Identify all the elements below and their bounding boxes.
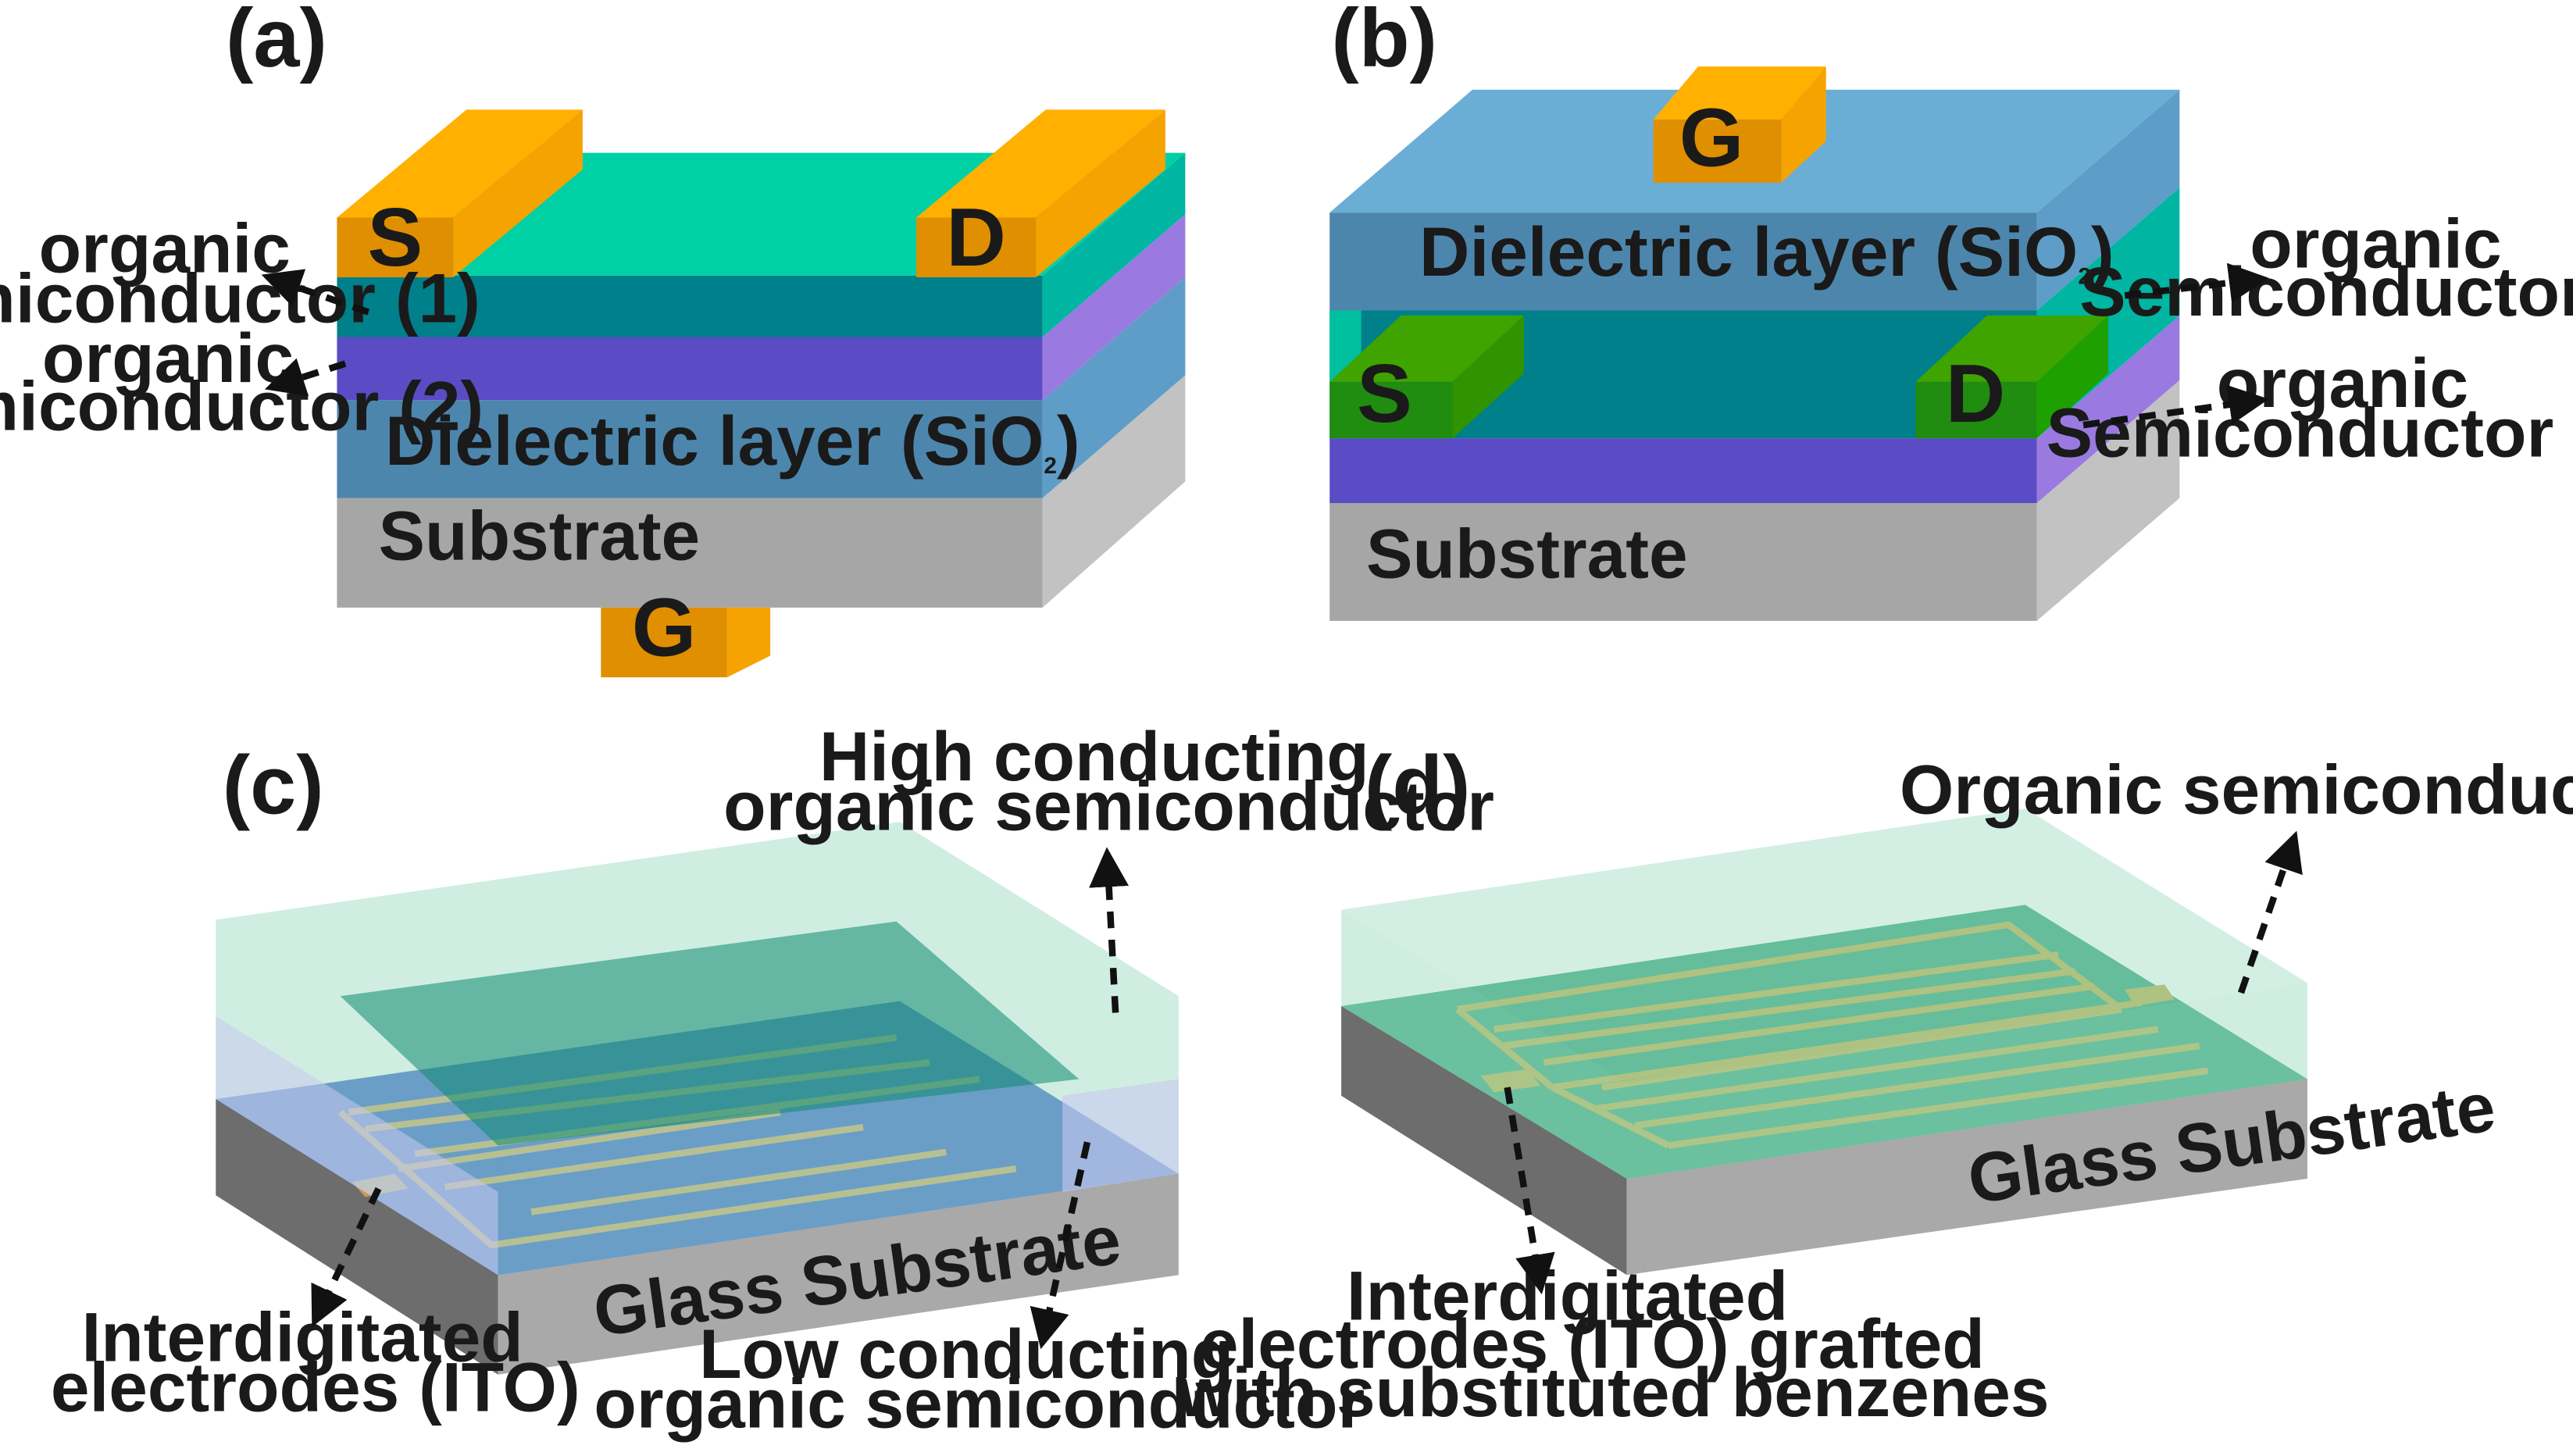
glass-substrate-c-side xyxy=(216,1098,498,1375)
dielectric-a-side xyxy=(1042,277,1186,498)
high-conducting-label-c: High conducting organic semiconductor xyxy=(723,717,1494,845)
organic-film-d-front xyxy=(1341,909,1627,1179)
dielectric-label-b: Dielectric layer (SiO2) xyxy=(1419,212,2114,291)
substrate-label-a: Substrate xyxy=(379,496,701,574)
dielectric-b-front xyxy=(1329,212,2037,311)
organic-film-d-side xyxy=(1626,983,2307,1179)
arrow-low-conducting-c xyxy=(1030,1141,1091,1350)
source-label-a: S xyxy=(367,191,423,284)
source-electrode-a: S xyxy=(337,109,583,284)
organic-film-d-top xyxy=(1341,808,2307,1083)
panel-c-label: (c) xyxy=(223,738,324,831)
substrate-label-b: Substrate xyxy=(1366,515,1688,593)
arrow-electrodes-c xyxy=(311,1187,382,1327)
gate-label-b: G xyxy=(1679,91,1744,184)
semiconductor2-a-side xyxy=(1042,214,1186,401)
high-conducting-layer-c-purple xyxy=(216,1015,498,1276)
dielectric-label-a: Dielectric layer (SiO2) xyxy=(385,401,1080,480)
electrodes-label-c: Interdigitated electrodes (ITO) xyxy=(51,1298,580,1426)
arrow-semiconductor1-b xyxy=(2124,262,2269,303)
semiconductor2-label-a: organic Semiconductor (2) xyxy=(0,319,484,445)
arrow-semiconductor2-b xyxy=(2082,384,2269,429)
glass-substrate-d-front xyxy=(1626,1079,2307,1276)
substrate-a-front xyxy=(337,498,1043,608)
dielectric-a-front xyxy=(337,400,1043,498)
glass-substrate-d-side xyxy=(1341,1005,1627,1276)
high-conducting-inner-c xyxy=(340,921,1080,1146)
panel-b-label: (b) xyxy=(1331,0,1437,84)
low-conducting-label-c: Low conducting organic semiconductor xyxy=(594,1315,1365,1443)
panel-d-label: (d) xyxy=(1365,738,1471,831)
panel-b: (b) S D G xyxy=(1329,0,2573,621)
substrate-a-side xyxy=(1042,375,1186,608)
drain-electrode-a: D xyxy=(916,109,1165,284)
semiconductor2-b-side xyxy=(2036,315,2180,504)
gate-label-a: G xyxy=(632,581,697,674)
drain-label-b: D xyxy=(1946,347,2006,440)
substrate-b-front xyxy=(1329,503,2037,621)
semiconductor2-b-front xyxy=(1329,438,2037,504)
arrow-electrodes-d xyxy=(1504,1087,1555,1295)
panel-c: (c) Glass Substrate High conducting orga… xyxy=(51,717,1494,1443)
semiconductor1-label-a: organic Semiconductor (1) xyxy=(0,209,480,337)
arrow-semiconductor2-a xyxy=(264,358,347,397)
panel-d: (d) Glass Substrate Organic semiconducto… xyxy=(1177,738,2573,1430)
substrate-b-side xyxy=(2036,380,2180,621)
electrodes-label-d: Interdigitated electrodes (ITO) grafted … xyxy=(1177,1257,2050,1431)
semiconductor1-a-front xyxy=(337,275,1043,337)
arrow-semiconductor1-a xyxy=(261,269,370,316)
semiconductor1-a-side xyxy=(1042,152,1186,337)
drain-label-a: D xyxy=(946,191,1006,284)
drain-electrode-b: D xyxy=(1915,315,2108,440)
gate-electrode-b: G xyxy=(1653,66,1826,184)
dielectric-b-side xyxy=(2036,89,2180,311)
high-conducting-layer-c-side-purple xyxy=(1062,1079,1179,1192)
semiconductor2-a-front xyxy=(337,337,1043,401)
glass-substrate-c-front xyxy=(498,1173,1179,1375)
organic-semiconductor-label-d: Organic semiconductor xyxy=(1900,750,2573,828)
panel-a: (a) S D G xyxy=(0,0,1186,678)
semiconductor2-label-b: organic Semiconductor (2) xyxy=(2047,344,2573,472)
source-electrode-b: S xyxy=(1329,315,1524,440)
panel-a-label: (a) xyxy=(226,0,327,84)
gate-electrode-a: G xyxy=(601,581,771,678)
source-label-b: S xyxy=(1357,347,1412,440)
